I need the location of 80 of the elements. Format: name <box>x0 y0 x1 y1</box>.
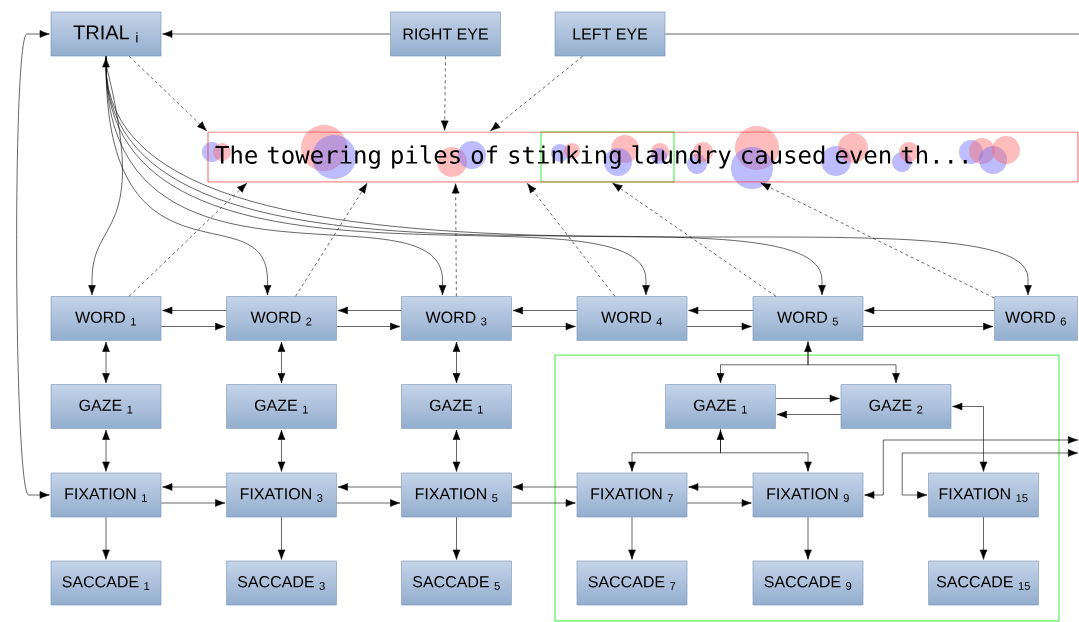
arrow <box>863 322 994 331</box>
labeled-box: FIXATION $_{9}$ <box>752 472 864 518</box>
arrow <box>687 322 752 331</box>
arrow <box>162 306 227 315</box>
arrow <box>775 394 840 403</box>
arrow <box>277 429 286 472</box>
arrow <box>864 436 1079 499</box>
dashed-arrow <box>128 56 207 131</box>
arrow <box>628 517 636 560</box>
arrow <box>102 517 110 560</box>
labeled-box: WORD $_{3}$ <box>401 296 512 341</box>
arrow <box>688 483 753 491</box>
arrow <box>688 306 753 315</box>
arrow <box>102 429 110 472</box>
arrow <box>161 322 226 331</box>
arrow <box>512 483 577 491</box>
curved-arrow <box>102 57 447 296</box>
curved-arrow <box>105 56 1032 296</box>
labeled-box: FIXATION $_{5}$ <box>401 472 512 518</box>
arrow <box>687 499 752 507</box>
arrow <box>336 322 401 331</box>
dashed-arrow <box>490 56 583 132</box>
group-outline <box>554 354 1060 622</box>
arrow <box>979 517 988 560</box>
labeled-box: WORD $_{6}$ <box>994 296 1078 341</box>
arrow <box>952 402 988 472</box>
arrow <box>512 306 577 315</box>
labeled-box: SACCADE $_{9}$ <box>752 560 864 606</box>
arrow <box>277 517 286 560</box>
curved-arrow <box>16 30 50 499</box>
labeled-box: FIXATION $_{1}$ <box>50 472 162 518</box>
arrow <box>511 499 576 507</box>
labeled-box: WORD $_{1}$ <box>50 296 162 341</box>
dashed-arrow <box>527 183 616 297</box>
arrow <box>628 429 725 472</box>
arrow <box>337 483 402 491</box>
labeled-box: LEFT EYE <box>554 11 666 57</box>
arrow <box>452 341 461 384</box>
arrow <box>161 499 226 507</box>
labeled-box: GAZE $_{1}$ <box>50 384 162 429</box>
labeled-box: FIXATION $_{7}$ <box>576 472 688 518</box>
arrow <box>452 517 461 560</box>
arrow <box>162 483 227 491</box>
labeled-box: TRIAL $_{i}$ <box>50 11 162 57</box>
labeled-box: WORD $_{5}$ <box>752 296 864 341</box>
labeled-box: GAZE $_{1}$ <box>401 384 512 429</box>
labeled-box: GAZE $_{1}$ <box>226 384 337 429</box>
arrow <box>102 341 110 384</box>
line <box>665 33 1079 35</box>
labeled-box: FIXATION $_{15}$ <box>928 472 1039 518</box>
labeled-box: GAZE $_{1}$ <box>665 384 776 429</box>
labeled-box: SACCADE $_{1}$ <box>50 560 162 606</box>
labeled-box: SACCADE $_{15}$ <box>928 560 1039 606</box>
dashed-arrow <box>128 183 247 297</box>
arrow <box>901 449 1079 499</box>
labeled-box: WORD $_{2}$ <box>226 296 337 341</box>
dashed-arrow <box>451 183 460 297</box>
labeled-box: GAZE $_{2}$ <box>840 384 952 429</box>
dashed-arrow <box>295 183 368 297</box>
arrow <box>511 322 576 331</box>
arrow <box>277 341 286 384</box>
dashed-arrow <box>760 182 995 299</box>
labeled-box: FIXATION $_{3}$ <box>226 472 337 518</box>
arrow <box>807 340 900 384</box>
dashed-arrow <box>440 56 449 131</box>
labeled-box: SACCADE $_{3}$ <box>226 560 337 606</box>
arrow <box>720 428 812 472</box>
arrow <box>452 429 461 472</box>
dashed-arrow <box>612 182 777 297</box>
labeled-box: SACCADE $_{7}$ <box>576 560 688 606</box>
arrow <box>336 499 401 507</box>
sentence-box: The towering piles of stinking laundry caused even th... <box>207 131 1079 183</box>
arrow <box>864 306 995 315</box>
labeled-box: WORD $_{4}$ <box>576 296 688 341</box>
arrow <box>776 410 841 419</box>
arrow <box>337 306 402 315</box>
arrow <box>162 30 391 38</box>
labeled-box: SACCADE $_{5}$ <box>401 560 512 606</box>
labeled-box: RIGHT EYE <box>390 11 501 57</box>
arrow <box>804 517 812 560</box>
